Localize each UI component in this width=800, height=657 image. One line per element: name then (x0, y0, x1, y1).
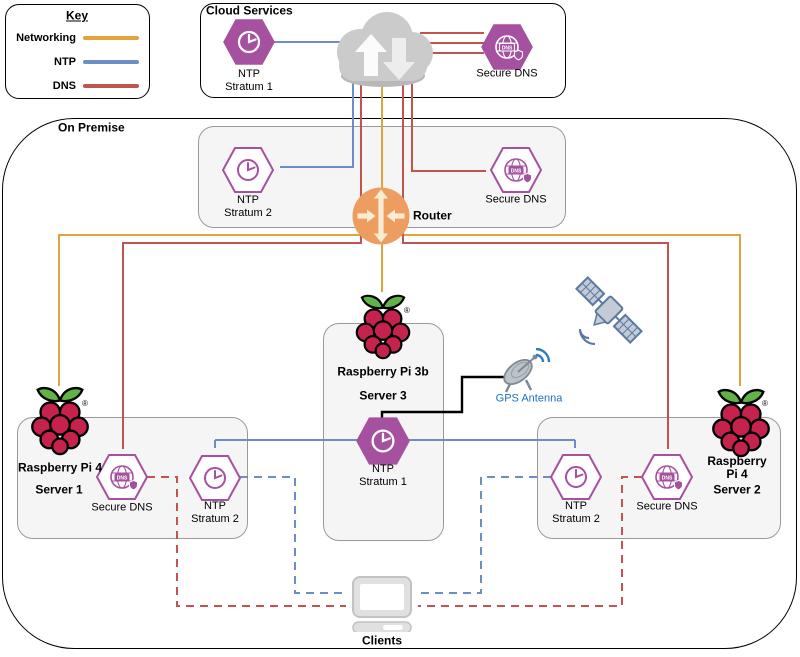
satellite-icon (575, 276, 643, 346)
server2-ntp-stratum2-icon (550, 454, 602, 500)
server2-dns-label: Secure DNS (636, 500, 698, 513)
server3-registered-mark: ® (404, 306, 410, 315)
key-label-dns: DNS (52, 80, 76, 92)
server2-title: Raspberry Pi 4 (707, 454, 767, 481)
ntp-line-swatch (83, 60, 139, 64)
clients-computer-icon (352, 576, 412, 632)
server1-title: Raspberry Pi 4 (17, 460, 103, 475)
cloud-ntp-stratum1-icon (223, 19, 275, 65)
server1-subtitle: Server 1 (35, 482, 83, 497)
dns-badge-text: DNS (117, 475, 128, 481)
cloud-services-title: Cloud Services (206, 3, 293, 18)
key-label-networking: Networking (16, 32, 76, 44)
router-icon (352, 187, 410, 245)
server2-subtitle: Server 2 (713, 482, 761, 497)
server3-raspberry-pi-logo (355, 294, 411, 360)
key-title: Key (65, 8, 89, 23)
cloud-icon (337, 12, 433, 87)
onprem-dns-label: Secure DNS (485, 193, 547, 206)
onprem-secure-dns-icon: DNS (490, 147, 542, 193)
dns-badge-text: DNS (511, 168, 522, 174)
gps-antenna-label: GPS Antenna (495, 392, 563, 405)
dns-badge-text: DNS (502, 45, 513, 51)
server1-registered-mark: ® (82, 399, 88, 408)
server2-secure-dns-icon: DNS (641, 454, 693, 500)
server1-ntp-label: NTP Stratum 2 (191, 500, 239, 525)
server3-ntp-label: NTP Stratum 1 (359, 463, 407, 488)
dns-line-swatch (83, 84, 139, 88)
key-row-ntp: NTP (6, 56, 139, 68)
key-label-ntp: NTP (54, 56, 76, 68)
key-row-dns: DNS (6, 80, 139, 92)
networking-line-swatch (83, 36, 139, 40)
onprem-ntp-label: NTP Stratum 2 (224, 194, 272, 219)
dns-badge-text: DNS (662, 475, 673, 481)
server1-dns-label: Secure DNS (91, 501, 153, 514)
cloud-ntp-label: NTP Stratum 1 (225, 68, 273, 93)
on-premise-title: On Premise (58, 120, 125, 135)
server2-raspberry-pi-logo (712, 388, 770, 458)
server2-registered-mark: ® (762, 399, 768, 408)
server1-secure-dns-icon: DNS (96, 454, 148, 500)
server3-subtitle: Server 3 (359, 388, 407, 403)
server1-ntp-stratum2-icon (189, 455, 241, 501)
cloud-secure-dns-icon: DNS (481, 24, 533, 70)
server1-raspberry-pi-logo (31, 386, 89, 456)
cloud-dns-label: Secure DNS (476, 67, 538, 80)
server2-ntp-label: NTP Stratum 2 (552, 500, 600, 525)
server3-ntp-stratum1-icon (356, 417, 410, 465)
gps-antenna-icon (503, 348, 551, 393)
key-row-networking: Networking (6, 32, 139, 44)
server3-title: Raspberry Pi 3b (337, 364, 429, 379)
router-label: Router (413, 208, 452, 223)
onprem-ntp-stratum2-icon (222, 147, 274, 193)
clients-label: Clients (361, 633, 403, 648)
